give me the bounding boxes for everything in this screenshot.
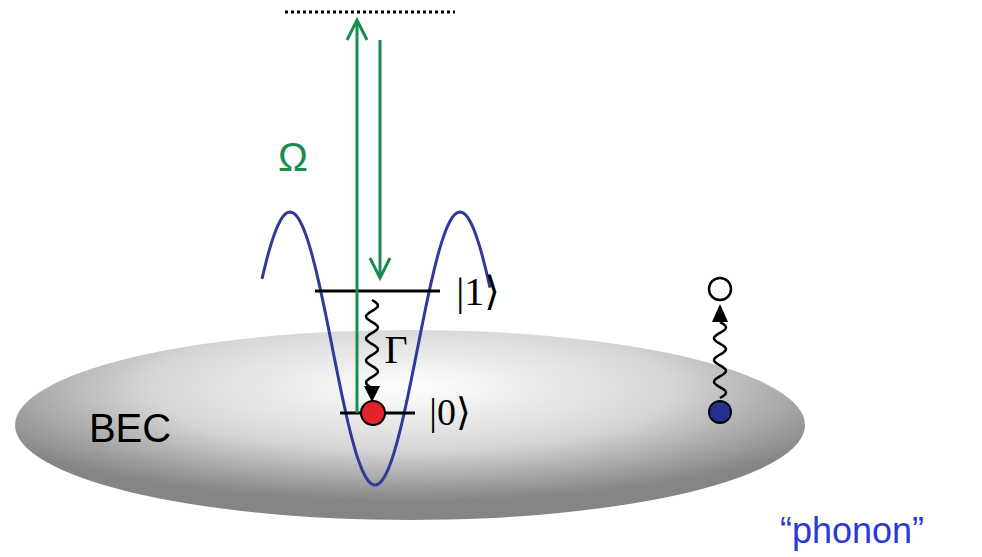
arrow-head (347, 20, 367, 40)
state-label: |1⟩ (456, 270, 500, 314)
excited-level (315, 290, 440, 293)
state-label: |0⟩ (429, 392, 470, 434)
arrow-head (364, 386, 380, 402)
raman-up-arrow (356, 22, 359, 413)
condensate-atom-dot (709, 401, 731, 423)
raman-down-arrow (379, 40, 382, 276)
rabi-frequency-symbol: Ω (278, 135, 308, 179)
arrow-head (370, 258, 390, 278)
condensate-region: BEC (15, 330, 805, 520)
decay-rate-symbol: Γ (384, 328, 407, 372)
excitation-label: “phonon” (780, 511, 924, 551)
virtual-level (285, 11, 455, 14)
phonon-wavy-line (714, 322, 726, 398)
atom-dot (361, 401, 385, 425)
excited-phonon-dot (709, 278, 731, 300)
condensate-ellipse (15, 330, 805, 520)
trap-potential (262, 212, 490, 485)
decay-wavy-line (366, 300, 378, 388)
region-label: BEC (89, 406, 171, 450)
arrow-head (712, 304, 728, 322)
